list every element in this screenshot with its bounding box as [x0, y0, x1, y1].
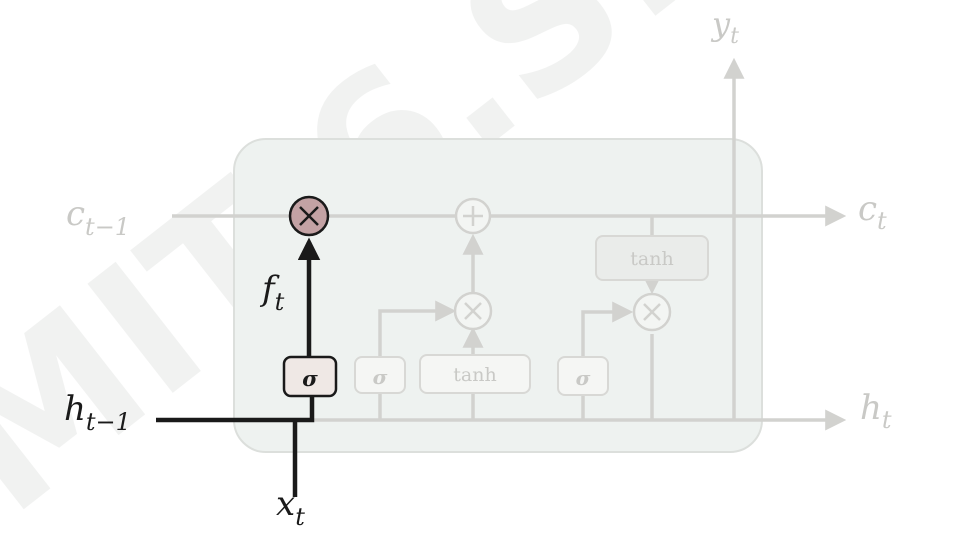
label-c-next: ct [858, 189, 887, 235]
label-h-prev: ht−1 [64, 389, 131, 436]
add-operator [454, 197, 492, 235]
output-sigma-out [581, 301, 634, 357]
label-h-next: ht [860, 388, 892, 434]
output-multiply-operator [632, 292, 672, 332]
svg-text:xt: xt [276, 484, 305, 531]
cell-tanh-box: tanh [595, 235, 709, 281]
svg-text:ct: ct [858, 189, 887, 235]
input-sigma-out [378, 300, 457, 357]
input-multiply-operator [453, 291, 493, 331]
forget-gate-box: σ [282, 355, 338, 398]
forget-gate-path [156, 237, 321, 497]
forget-gate-label: σ [302, 366, 318, 391]
svg-text:ct−1: ct−1 [66, 194, 130, 241]
output-gate-label: σ [576, 366, 591, 390]
svg-text:ht−1: ht−1 [64, 389, 131, 436]
h-prev-path [156, 396, 315, 423]
label-y-out: yt [710, 5, 739, 49]
label-x-in: xt [276, 484, 305, 531]
svg-text:ht: ht [860, 388, 892, 434]
output-gate-box: σ [557, 356, 609, 396]
svg-text:yt: yt [710, 5, 739, 49]
cell-tanh-label: tanh [630, 248, 673, 270]
faded-connections [172, 57, 847, 431]
input-gate-label: σ [373, 365, 388, 389]
input-gate-box: σ [354, 356, 406, 394]
forget-multiply-operator [288, 195, 330, 237]
candidate-tanh-box: tanh [419, 354, 531, 394]
candidate-tanh-label: tanh [453, 364, 496, 386]
label-c-prev: ct−1 [66, 194, 130, 241]
